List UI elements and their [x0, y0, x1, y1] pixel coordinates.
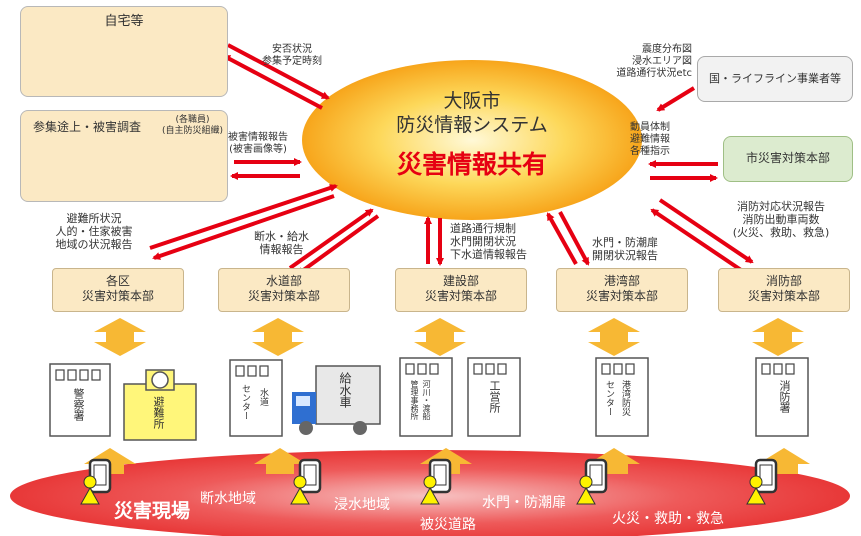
- label-seismic: 震度分布図 浸水エリア図 道路通行状況etc: [616, 44, 692, 79]
- dept-ward: 各区 災害対策本部: [52, 268, 184, 312]
- label-water: 断水・給水 情報報告: [254, 230, 309, 256]
- police-label: 警察署: [72, 388, 85, 421]
- city-hq-label: 市災害対策本部: [745, 151, 830, 165]
- dept-ward-line1: 各区: [105, 274, 130, 288]
- national-box-label: 国・ライフライン事業者等: [709, 72, 841, 85]
- dept-fire-line1: 消防部: [765, 274, 802, 288]
- system-ellipse: [302, 60, 642, 220]
- dept-ward-line2: 災害対策本部: [81, 289, 154, 303]
- dept-water-line2: 災害対策本部: [247, 289, 320, 303]
- label-ward: 避難所状況 人的・住家被害 地域の状況報告: [55, 212, 133, 251]
- field-title: 災害現場: [114, 500, 191, 522]
- dept-port-line1: 港湾部: [603, 274, 640, 288]
- dept-port-line2: 災害対策本部: [585, 289, 658, 303]
- dept-port: 港湾部 災害対策本部: [556, 268, 688, 312]
- system-headline: 災害情報共有: [396, 150, 547, 179]
- system-title-line1: 大阪市: [443, 90, 501, 112]
- center-label: センター: [240, 384, 250, 420]
- construction-office-label: 工営所: [488, 380, 501, 413]
- field-area2: 浸水地域: [334, 497, 390, 513]
- dept-construction-line1: 建設部: [442, 274, 479, 288]
- survey-title: 参集途上・被害調査: [33, 120, 142, 134]
- dept-water-line1: 水道部: [265, 274, 302, 288]
- port-center-label: センター: [604, 380, 614, 416]
- dept-construction: 建設部 災害対策本部: [395, 268, 527, 312]
- field-area4: 被災道路: [420, 517, 476, 533]
- label-construction: 道路通行規制 水門開閉状況 下水道情報報告: [450, 222, 527, 261]
- home-box: 自宅等: [20, 6, 228, 97]
- survey-box: 参集途上・被害調査 (各職員) (自主防災組織): [20, 110, 228, 202]
- label-port: 水門・防潮扉 開閉状況報告: [592, 236, 658, 262]
- waterworks-label: 水道: [258, 388, 268, 406]
- dept-fire-line2: 災害対策本部: [747, 289, 820, 303]
- label-damage-report: 被害情報報告 (被害画像等): [228, 132, 288, 155]
- building-windows: [55, 363, 795, 381]
- label-safety: 安否状況 参集予定時刻: [262, 44, 322, 67]
- label-fire: 消防対応状況報告 消防出動車両数 (火災、救助、救急): [732, 200, 830, 239]
- management-label: 管理事務所: [410, 380, 419, 420]
- survey-note: (各職員) (自主防災組織): [161, 115, 223, 136]
- city-hq-box: 市災害対策本部: [723, 136, 853, 182]
- dept-construction-line2: 災害対策本部: [424, 289, 497, 303]
- water-truck-icon: [292, 365, 381, 435]
- field-area1: 断水地域: [200, 491, 256, 507]
- national-box: 国・ライフライン事業者等: [697, 56, 853, 102]
- river-office-label: 河川・渡船: [422, 380, 431, 420]
- field-area5: 火災・救助・救急: [612, 511, 724, 527]
- system-title-line2: 防災情報システム: [396, 114, 548, 136]
- info-arrows: [149, 43, 754, 276]
- field-area3: 水門・防潮扉: [482, 495, 566, 511]
- label-mobilization: 動員体制 避難情報 各種指示: [630, 122, 670, 157]
- port-disaster-label: 港湾防災: [620, 380, 630, 416]
- truck-label: 給水車: [338, 372, 352, 408]
- dept-water: 水道部 災害対策本部: [218, 268, 350, 312]
- fire-station-label: 消防署: [778, 380, 791, 413]
- dept-fire: 消防部 災害対策本部: [718, 268, 850, 312]
- home-title: 自宅等: [104, 14, 144, 29]
- shelter-label: 避難所: [152, 396, 165, 429]
